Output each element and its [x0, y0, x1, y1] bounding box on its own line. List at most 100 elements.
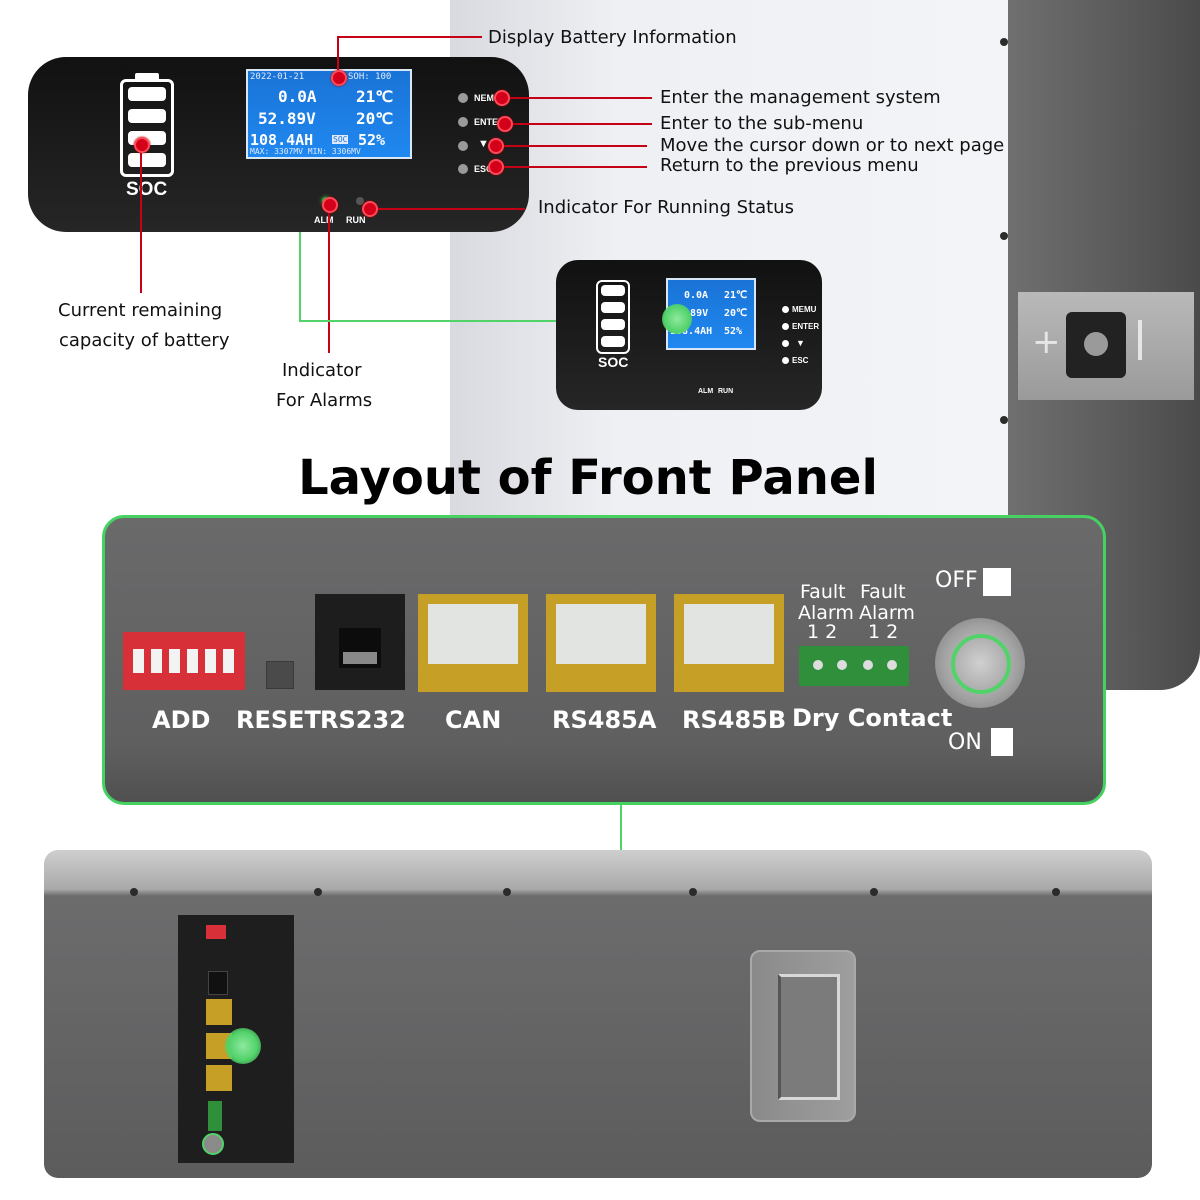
screw: [689, 888, 697, 896]
callout-alm-1: Indicator: [282, 360, 362, 381]
callout-line: [337, 36, 482, 38]
callout-menu: Enter the management system: [660, 87, 941, 108]
down-arrow-icon: ▼: [796, 338, 805, 348]
battery-cabinet: [450, 0, 1010, 515]
control-panel: SOC 2022-01-21 SOH: 100 0.0A 21℃ 52.89V …: [28, 57, 529, 232]
lcd-voltage: 52.89V: [258, 109, 316, 128]
run-led: [356, 197, 364, 205]
terminal-socket: [1066, 312, 1126, 378]
callout-display: Display Battery Information: [488, 27, 737, 48]
callout-line: [337, 37, 339, 77]
lcd-footer: MAX: 3307MV MIN: 3306MV: [250, 147, 361, 156]
soc-label: SOC: [126, 179, 168, 200]
power-terminal: +: [1018, 292, 1194, 400]
lcd-current: 0.0A: [278, 87, 317, 106]
fault-label-1: Fault: [800, 581, 846, 603]
dry-contact-terminal: [208, 1101, 222, 1131]
rs485a-port[interactable]: [546, 594, 656, 692]
dry-contact-terminal[interactable]: [799, 646, 909, 686]
screw: [1000, 38, 1008, 46]
callout-pin: [494, 90, 510, 106]
battery-soc-icon: [120, 73, 174, 177]
page-title: Layout of Front Panel: [298, 450, 878, 506]
lcd-soh: SOH: 100: [348, 72, 392, 82]
callout-soc-1: Current remaining: [58, 300, 223, 321]
port-label-dry-contact: Dry Contact: [792, 704, 953, 732]
alarm-label-1: Alarm: [798, 602, 854, 624]
lcd-soc-tag: SOC: [332, 135, 349, 144]
dip-switch[interactable]: [123, 632, 245, 690]
callout-esc: Return to the previous menu: [660, 155, 919, 176]
rs485b-port[interactable]: [674, 594, 784, 692]
callout-enter: Enter to the sub-menu: [660, 113, 864, 134]
screw: [1052, 888, 1060, 896]
down-button[interactable]: [458, 141, 468, 151]
power-switch[interactable]: [935, 618, 1025, 708]
esc-button[interactable]: [782, 357, 789, 364]
callout-soc-2: capacity of battery: [59, 330, 230, 351]
enter-button[interactable]: [458, 117, 468, 127]
alarm-label-2: Alarm: [859, 602, 915, 624]
menu-button-label: NEMU: [474, 93, 501, 103]
port-label-rs485a: RS485A: [552, 706, 657, 734]
esc-button-label: ESC: [792, 356, 809, 365]
pins-label-2: 1 2: [868, 621, 899, 643]
callout-pin: [497, 116, 513, 132]
lcd-display: 2022-01-21 SOH: 100 0.0A 21℃ 52.89V 20℃ …: [246, 69, 412, 159]
screw: [503, 888, 511, 896]
alm-label: ALM: [698, 388, 714, 395]
plus-icon: +: [1032, 322, 1061, 362]
switch-on-label: ON: [948, 730, 982, 755]
esc-button[interactable]: [458, 164, 468, 174]
switch-off-label: OFF: [935, 568, 978, 593]
rs232-port: [208, 971, 228, 995]
chassis-port-panel: [178, 915, 294, 1163]
soc-label: SOC: [598, 354, 629, 370]
port-label-reset: RESET: [236, 706, 321, 734]
callout-line: [505, 123, 652, 125]
callout-line: [495, 145, 647, 147]
power-switch: [202, 1133, 224, 1155]
menu-button[interactable]: [782, 306, 789, 313]
connector-line: [299, 232, 301, 322]
switch-off-icon: [983, 568, 1011, 596]
front-panel: ADD RESET RS232 CAN RS485A RS485B Fault …: [102, 515, 1106, 805]
can-port[interactable]: [418, 594, 528, 692]
callout-pin: [134, 137, 150, 153]
rs232-port[interactable]: [315, 594, 405, 690]
lcd-temp-1: 21℃: [356, 87, 394, 106]
minus-icon: [1138, 320, 1142, 360]
lcd-temp-2: 20℃: [724, 308, 748, 319]
switch-on-icon: [991, 728, 1013, 756]
screw: [314, 888, 322, 896]
screw: [130, 888, 138, 896]
fault-label-2: Fault: [860, 581, 906, 603]
down-arrow-icon: ▼: [478, 138, 489, 150]
pins-label-1: 1 2: [807, 621, 838, 643]
lcd-current: 0.0A: [684, 290, 709, 301]
lcd-capacity: 108.4AH: [670, 326, 713, 337]
menu-button[interactable]: [458, 93, 468, 103]
enter-button[interactable]: [782, 323, 789, 330]
callout-line: [328, 203, 330, 353]
port-label-add: ADD: [152, 706, 211, 734]
enter-button-label: ENTER: [474, 117, 505, 127]
screw: [1000, 416, 1008, 424]
callout-line: [495, 166, 647, 168]
lcd-temp-1: 21℃: [724, 290, 748, 301]
port-label-can: CAN: [445, 706, 502, 734]
enter-button-label: ENTER: [792, 322, 820, 331]
menu-button-label: MEMU: [792, 305, 817, 314]
port-label-rs485b: RS485B: [682, 706, 787, 734]
callout-pin: [322, 197, 338, 213]
battery-soc-icon: [596, 280, 630, 354]
run-label: RUN: [346, 215, 366, 225]
callout-pin: [331, 70, 347, 86]
callout-line: [140, 143, 142, 293]
lcd-soc-value: 52%: [358, 131, 386, 149]
down-button[interactable]: [782, 340, 789, 347]
alm-label: ALM: [314, 215, 334, 225]
reset-button[interactable]: [266, 661, 294, 689]
run-label: RUN: [718, 388, 734, 395]
screw: [1000, 232, 1008, 240]
